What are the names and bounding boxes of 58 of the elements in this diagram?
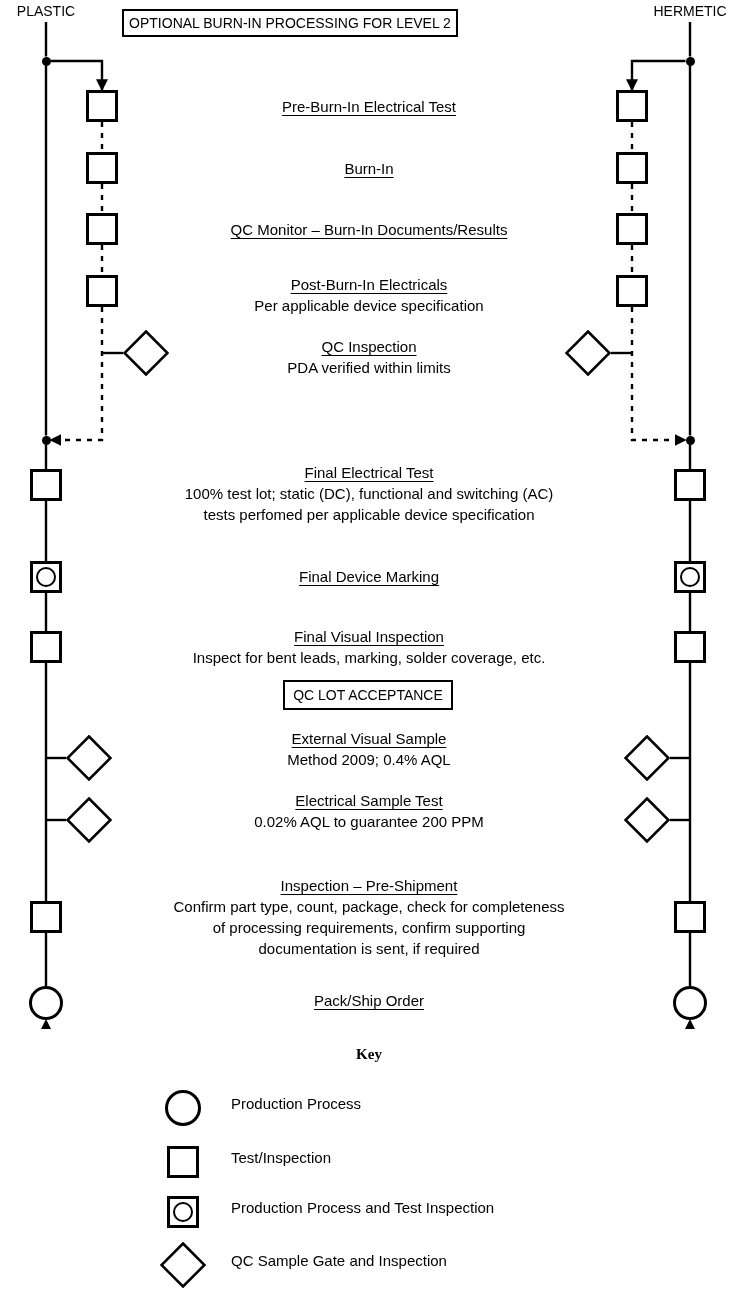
step-heading: Final Device Marking bbox=[298, 567, 439, 587]
connector-line bbox=[44, 933, 48, 986]
connector-line bbox=[670, 818, 690, 822]
step-heading: Inspection – Pre-Shipment bbox=[280, 876, 458, 896]
arrow bbox=[50, 59, 108, 92]
connector-line bbox=[46, 818, 66, 822]
step-heading: Pack/Ship Order bbox=[313, 991, 424, 1011]
step-heading: External Visual Sample bbox=[291, 729, 447, 749]
step-heading: QC Inspection bbox=[321, 337, 417, 357]
key-heading: Key bbox=[356, 1045, 382, 1064]
column-heading: PLASTIC bbox=[15, 2, 77, 21]
connector-line bbox=[46, 756, 66, 760]
legend-label: QC Sample Gate and Inspection bbox=[231, 1251, 447, 1271]
step-description: Confirm part type, count, package, check for completeness of processing requirements, confirm supporting documentation is sent, if required bbox=[172, 897, 566, 959]
connector-line bbox=[100, 184, 104, 213]
connector-line bbox=[102, 351, 123, 355]
step-description: 0.02% AQL to guarantee 200 PPM bbox=[254, 812, 484, 832]
connector-line bbox=[44, 501, 48, 561]
connector-line bbox=[630, 122, 634, 152]
connector-line bbox=[688, 663, 692, 901]
step-heading: Burn-In bbox=[344, 159, 394, 179]
connector-line bbox=[688, 593, 692, 631]
connector-line bbox=[44, 444, 48, 469]
connector-line bbox=[611, 351, 632, 355]
connector-line bbox=[100, 245, 104, 275]
step-heading: Final Electrical Test bbox=[304, 463, 434, 483]
arrow bbox=[626, 59, 686, 92]
legend-label: Production Process and Test Inspection bbox=[231, 1198, 495, 1218]
arrow bbox=[630, 307, 687, 446]
step-description: Per applicable device specification bbox=[254, 296, 484, 316]
legend-label: Production Process bbox=[231, 1094, 362, 1114]
step-heading: Post-Burn-In Electricals bbox=[290, 275, 448, 295]
connector-line bbox=[44, 65, 48, 436]
connector-line bbox=[44, 663, 48, 901]
connector-line bbox=[688, 22, 692, 57]
arrow bbox=[49, 307, 104, 446]
step-heading: QC Monitor – Burn-In Documents/Results bbox=[230, 220, 508, 240]
connector-line bbox=[100, 122, 104, 152]
step-heading: Electrical Sample Test bbox=[295, 791, 443, 811]
step-description: PDA verified within limits bbox=[287, 358, 451, 378]
heading-box: OPTIONAL BURN-IN PROCESSING FOR LEVEL 2 bbox=[122, 9, 458, 37]
connector-line bbox=[688, 65, 692, 436]
connector-line bbox=[44, 593, 48, 631]
heading-box: QC LOT ACCEPTANCE bbox=[283, 680, 453, 710]
connector-line bbox=[630, 184, 634, 213]
step-description: 100% test lot; static (DC), functional and switching (AC) tests perfomed per applicable device specification bbox=[183, 484, 555, 525]
step-description: Inspect for bent leads, marking, solder coverage, etc. bbox=[192, 648, 546, 668]
connector-line bbox=[670, 756, 690, 760]
connector-line bbox=[630, 245, 634, 275]
step-description: Method 2009; 0.4% AQL bbox=[287, 750, 451, 770]
step-heading: Pre-Burn-In Electrical Test bbox=[282, 97, 456, 117]
column-heading: HERMETIC bbox=[652, 2, 728, 21]
connector-line bbox=[688, 501, 692, 561]
connector-line bbox=[44, 22, 48, 57]
connector-line bbox=[688, 444, 692, 469]
step-heading: Final Visual Inspection bbox=[294, 627, 444, 647]
connector-line bbox=[688, 933, 692, 986]
legend-label: Test/Inspection bbox=[231, 1148, 332, 1168]
